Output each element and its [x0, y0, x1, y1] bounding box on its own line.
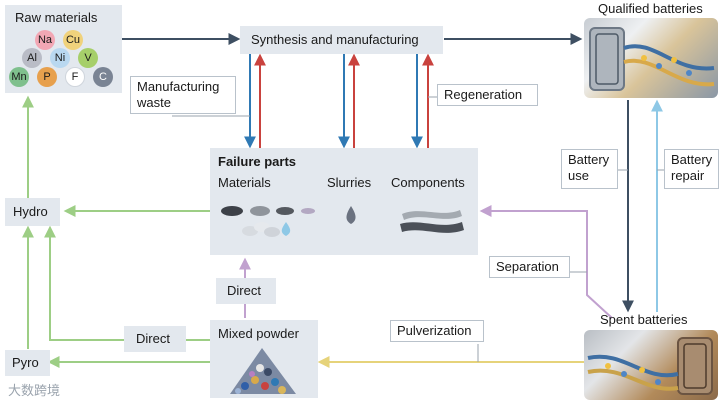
- regeneration-label: Regeneration: [437, 84, 538, 106]
- mixed-powder-label: Mixed powder: [218, 326, 299, 341]
- element-ni: Ni: [50, 48, 70, 68]
- powder-pile-icon: [230, 348, 296, 394]
- raw-materials-box: Raw materials Na Cu Al Ni V Mn P F C: [5, 5, 122, 93]
- hydro-label: Hydro: [13, 204, 48, 219]
- element-p: P: [37, 67, 57, 87]
- components-label: Components: [391, 175, 465, 190]
- direct-up-label: Direct: [227, 283, 261, 298]
- battery-use-label: Battery use: [561, 149, 618, 189]
- droplet-icon: [281, 222, 291, 236]
- battery-repair-label: Battery repair: [664, 149, 719, 189]
- electrode-sheet-icon: [400, 222, 464, 233]
- arrow-separation: [479, 205, 613, 319]
- element-na: Na: [35, 30, 55, 50]
- failure-parts-box: Failure parts Materials Slurries Compone…: [210, 148, 478, 255]
- pellet-icon: [242, 226, 258, 236]
- element-cu: Cu: [63, 30, 83, 50]
- element-al: Al: [22, 48, 42, 68]
- pellet-icon: [264, 227, 280, 237]
- powder-pile-icon: [221, 206, 243, 216]
- failure-parts-illustration: [221, 206, 464, 237]
- element-v: V: [78, 48, 98, 68]
- separation-label: Separation: [489, 256, 570, 278]
- element-f: F: [65, 67, 85, 87]
- failure-parts-title: Failure parts: [218, 154, 297, 169]
- electrode-sheet-icon: [402, 210, 462, 220]
- powder-pile-icon: [250, 206, 270, 216]
- mixed-powder-box: Mixed powder: [210, 320, 318, 398]
- element-c: C: [93, 67, 113, 87]
- pyro-label: Pyro: [12, 355, 39, 370]
- slurries-label: Slurries: [327, 175, 372, 190]
- direct-up-box: Direct: [216, 278, 276, 304]
- manufacturing-waste-label: Manufacturing waste: [130, 76, 236, 114]
- powder-pile-icon: [276, 207, 294, 215]
- raw-materials-title: Raw materials: [15, 10, 98, 25]
- spent-battery-image: [584, 330, 718, 400]
- direct-left-box: Direct: [124, 326, 186, 352]
- synthesis-label: Synthesis and manufacturing: [251, 32, 419, 47]
- element-mn: Mn: [9, 67, 29, 87]
- pyro-box: Pyro: [5, 350, 50, 376]
- watermark: 大数跨境: [8, 383, 61, 398]
- arrow-direct-to-hydro: [44, 225, 210, 341]
- qualified-battery-image: [584, 18, 718, 98]
- powder-pile-icon: [301, 208, 315, 214]
- qualified-batteries-title: Qualified batteries: [598, 1, 703, 16]
- hydro-box: Hydro: [5, 198, 60, 226]
- slurry-droplet-icon: [346, 206, 356, 224]
- synthesis-box: Synthesis and manufacturing: [240, 26, 443, 54]
- direct-left-label: Direct: [136, 331, 170, 346]
- materials-label: Materials: [218, 175, 271, 190]
- spent-batteries-title: Spent batteries: [600, 312, 688, 327]
- pulverization-label: Pulverization: [390, 320, 484, 342]
